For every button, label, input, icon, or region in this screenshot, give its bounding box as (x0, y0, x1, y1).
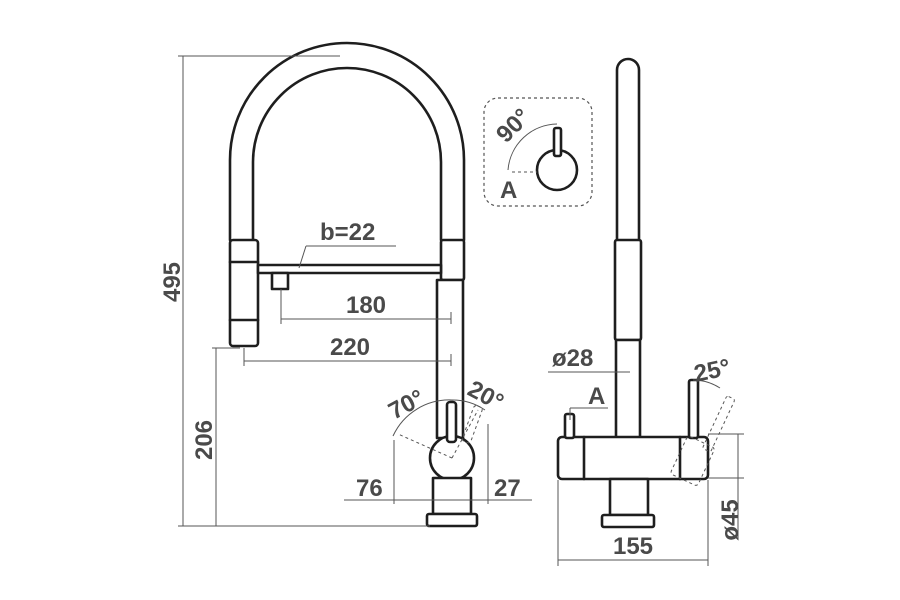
front-spout-sleeve (613, 238, 643, 342)
dim-d45-label: ø45 (717, 499, 744, 540)
dim-155-label: 155 (613, 533, 653, 560)
dim-b22-label: b=22 (320, 219, 375, 246)
detail-a: 90° A (483, 97, 593, 207)
front-spout (615, 57, 641, 242)
dim-180: 180 (280, 289, 452, 324)
side-view: 495 206 b=22 180 220 70° 20° (159, 41, 532, 528)
dim-d28-label: ø28 (552, 345, 593, 372)
dim-495: 495 (159, 55, 430, 527)
dim-155: 155 (557, 480, 709, 566)
detail-a-lever-handle (552, 126, 563, 158)
dim-27-label: 27 (494, 475, 521, 502)
dim-206: 206 (191, 347, 240, 526)
detail-a-angle: 90° (491, 103, 536, 148)
front-base-plate (600, 513, 656, 529)
dim-76: 76 (344, 440, 452, 504)
spout-holder-bar (256, 263, 443, 275)
holder-hook (270, 271, 290, 291)
spout-arch-inner (251, 66, 443, 242)
main-column-sleeve (439, 238, 466, 282)
base-plate (425, 512, 479, 528)
detail-a-label: A (500, 177, 517, 204)
dim-25-label: 25° (692, 354, 733, 388)
front-valve-body (556, 435, 710, 481)
dim-27: 27 (452, 424, 532, 504)
front-column (614, 338, 642, 440)
angle-70-label: 70° (384, 384, 429, 425)
front-lever-right (687, 378, 700, 440)
dim-b22: b=22 (298, 219, 396, 269)
spout-arch (228, 41, 466, 242)
dim-495-label: 495 (159, 262, 186, 302)
front-view: ø28 A 25° ø45 155 (548, 57, 744, 566)
dim-d28: ø28 (548, 345, 630, 373)
dim-220: 220 (243, 334, 452, 366)
angle-20-label: 20° (463, 375, 508, 416)
base-neck (431, 476, 473, 516)
dim-206-label: 206 (191, 420, 218, 460)
front-base-neck (608, 477, 650, 517)
dim-d45: ø45 (708, 433, 744, 541)
lever-handle (445, 400, 458, 444)
dim-180-label: 180 (346, 292, 386, 319)
label-a-text: A (588, 383, 605, 410)
spray-head (228, 238, 260, 348)
dim-220-label: 220 (330, 334, 370, 361)
label-a: A (569, 383, 608, 420)
dim-25: 25° (692, 354, 733, 389)
dim-76-label: 76 (356, 475, 383, 502)
